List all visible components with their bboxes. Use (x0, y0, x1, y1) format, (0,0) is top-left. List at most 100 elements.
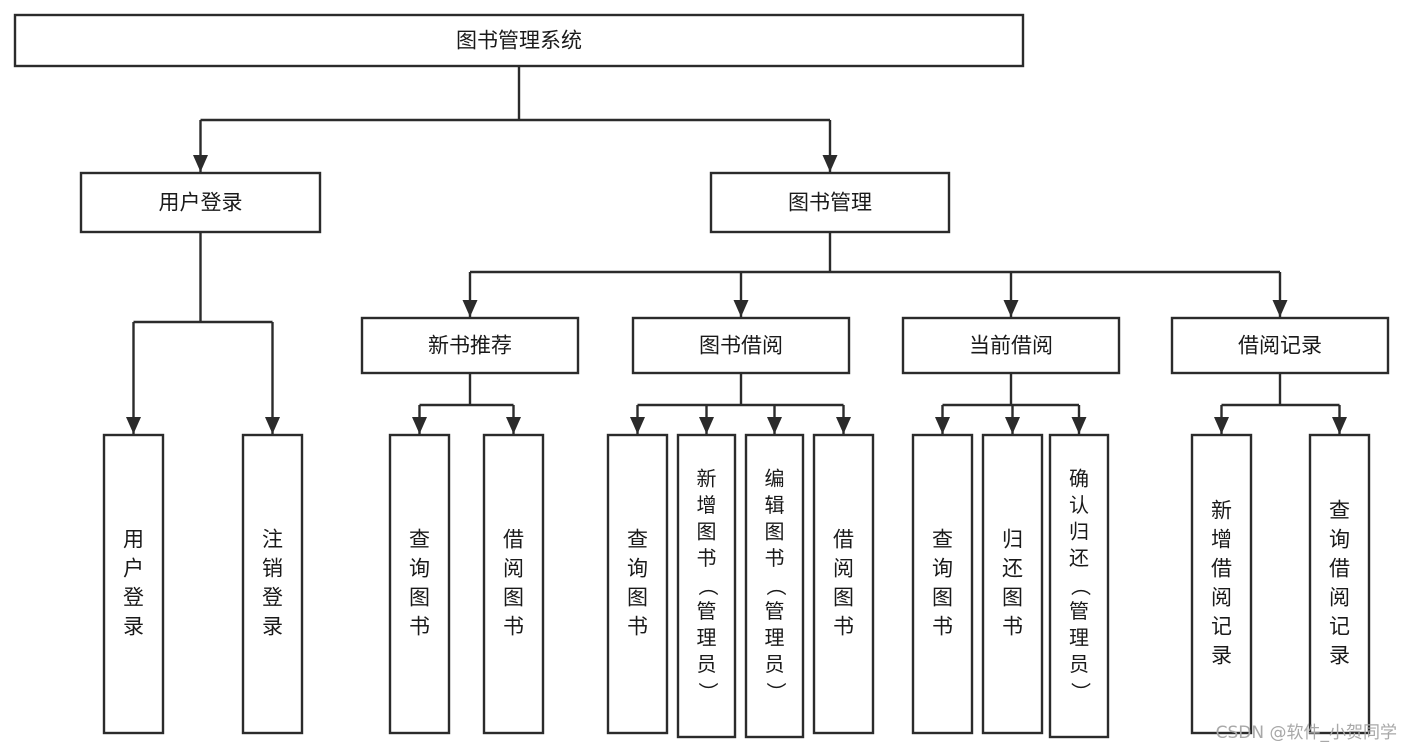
arrow-head-icon (1005, 417, 1020, 434)
svg-text:理: 理 (697, 626, 717, 650)
node-box-leaf-add-book (676, 433, 737, 739)
svg-text:书: 书 (409, 615, 430, 639)
svg-text:登: 登 (123, 586, 144, 610)
node-label-root: 图书管理系统 (456, 29, 582, 53)
svg-text:还: 还 (1002, 557, 1023, 581)
node-box-leaf-user-login (102, 433, 165, 735)
arrow-head-icon (1071, 417, 1087, 434)
svg-text:图: 图 (1002, 586, 1023, 610)
node-box-leaf-query-book-borrow (606, 433, 669, 735)
svg-text:）: ） (696, 682, 720, 702)
svg-text:图: 图 (697, 520, 717, 544)
node-box-leaf-user-logout (241, 433, 304, 735)
node-box-user-login (79, 171, 322, 234)
svg-text:图: 图 (409, 586, 430, 610)
arrow-head-icon (265, 417, 280, 434)
node-box-leaf-add-borrow-record (1190, 433, 1253, 735)
node-box-leaf-edit-book (744, 433, 805, 739)
svg-text:记: 记 (1211, 615, 1232, 639)
node-borrow-records[interactable]: 借阅记录 (1170, 316, 1390, 375)
node-user-login[interactable]: 用户登录 (79, 171, 322, 234)
node-new-book-recommend[interactable]: 新书推荐 (360, 316, 580, 375)
node-box-book-management (709, 171, 951, 234)
svg-text:书: 书 (932, 615, 953, 639)
svg-text:记: 记 (1329, 615, 1350, 639)
svg-text:询: 询 (627, 557, 648, 581)
node-layer: 图书管理系统用户登录图书管理新书推荐图书借阅当前借阅借阅记录用户登录注销登录查询… (13, 13, 1390, 739)
svg-text:理: 理 (1069, 626, 1089, 650)
node-book-management[interactable]: 图书管理 (709, 171, 951, 234)
arrow-head-icon (630, 417, 645, 434)
arrow-head-icon (126, 417, 141, 434)
node-box-leaf-query-book-current (911, 433, 974, 735)
svg-text:书: 书 (833, 615, 854, 639)
svg-text:（: （ (696, 576, 720, 596)
arrow-head-icon (1003, 300, 1019, 317)
svg-text:管: 管 (1069, 599, 1089, 623)
node-box-new-book-recommend (360, 316, 580, 375)
arrow-head-icon (836, 417, 851, 434)
svg-text:阅: 阅 (1211, 586, 1232, 610)
svg-text:员: 员 (697, 652, 717, 676)
node-box-leaf-borrow-book (812, 433, 875, 735)
svg-text:询: 询 (932, 557, 953, 581)
arrow-head-icon (193, 155, 208, 172)
svg-text:还: 还 (1069, 546, 1089, 570)
svg-text:（: （ (1069, 576, 1093, 596)
svg-text:查: 查 (1329, 499, 1350, 523)
svg-text:书: 书 (697, 546, 717, 570)
svg-text:查: 查 (409, 528, 430, 552)
svg-text:编: 编 (765, 467, 785, 491)
svg-text:管: 管 (697, 599, 717, 623)
svg-text:借: 借 (503, 528, 524, 552)
node-book-borrow[interactable]: 图书借阅 (631, 316, 851, 375)
arrow-head-icon (699, 417, 714, 434)
svg-text:查: 查 (932, 528, 953, 552)
node-current-borrow[interactable]: 当前借阅 (901, 316, 1121, 375)
node-label-leaf-user-login: 用户登录 (123, 528, 144, 639)
node-box-leaf-return-book (981, 433, 1044, 735)
node-box-book-borrow (631, 316, 851, 375)
svg-text:新: 新 (1211, 499, 1232, 523)
svg-text:借: 借 (1329, 557, 1350, 581)
svg-text:）: ） (1069, 682, 1093, 702)
svg-text:管: 管 (765, 599, 785, 623)
svg-text:书: 书 (503, 615, 524, 639)
svg-text:图: 图 (932, 586, 953, 610)
node-leaf-user-login[interactable]: 用户登录 (102, 433, 165, 735)
svg-text:录: 录 (1211, 644, 1232, 668)
arrow-head-icon (1214, 417, 1229, 434)
node-label-new-book-recommend: 新书推荐 (428, 334, 512, 358)
svg-text:图: 图 (503, 586, 524, 610)
connector-layer (126, 66, 1347, 434)
svg-text:理: 理 (765, 626, 785, 650)
node-box-borrow-records (1170, 316, 1390, 375)
node-root[interactable]: 图书管理系统 (13, 13, 1025, 68)
svg-text:借: 借 (1211, 557, 1232, 581)
arrow-head-icon (935, 417, 950, 434)
svg-text:（: （ (764, 576, 788, 596)
arrow-head-icon (1332, 417, 1347, 434)
